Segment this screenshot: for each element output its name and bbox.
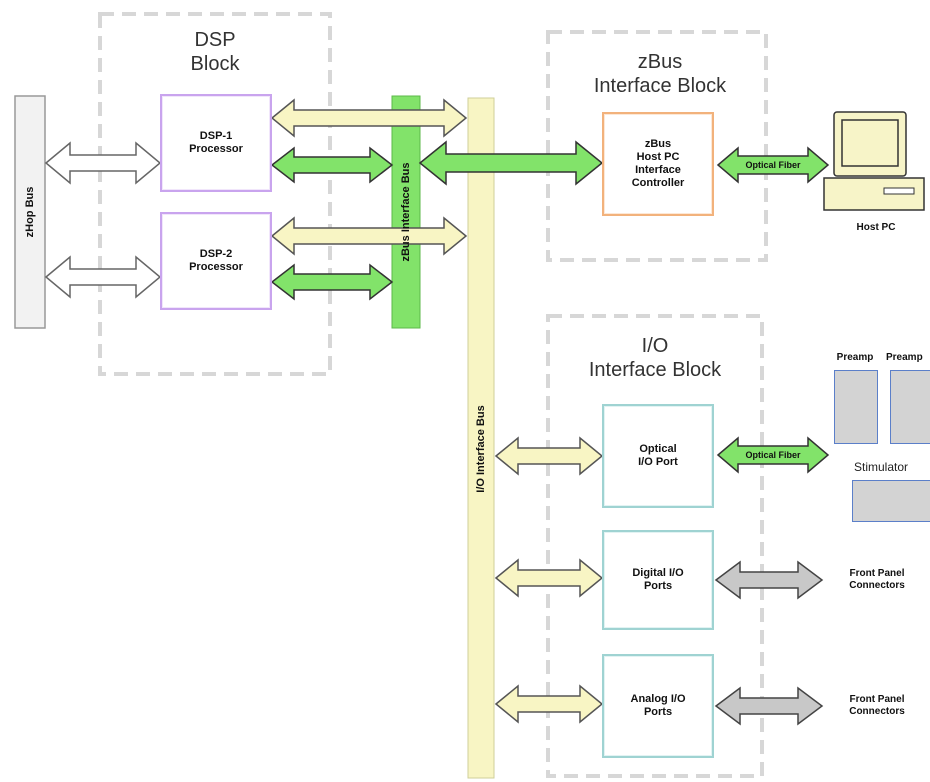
io-block-outline: [546, 314, 764, 778]
arrow-zbus-controller: [418, 140, 604, 186]
zbus-interface-bus-label: zBus Interface Bus: [400, 162, 412, 262]
zhop-bus: [14, 95, 46, 329]
arrow-optical-fiber-top: [716, 146, 830, 184]
digital-io-ports: Digital I/O Ports: [602, 530, 714, 630]
arrow-digital-frontpanel: [714, 560, 824, 600]
arrow-dsp2-zbus: [270, 263, 394, 301]
dsp-block-outline: [98, 12, 332, 376]
stimulator-device: [852, 480, 930, 522]
zhop-bus-label: zHop Bus: [24, 186, 36, 238]
dsp2-processor: DSP-2 Processor: [160, 212, 272, 310]
zbus-interface-bus: [391, 95, 421, 329]
preamp-2-label: Preamp: [886, 352, 923, 363]
io-interface-bus: [467, 97, 495, 779]
dsp1-processor: DSP-1 Processor: [160, 94, 272, 192]
preamp-1-device: [834, 370, 878, 444]
arrow-optical-fiber-io: [716, 436, 830, 474]
front-panel-connectors-digital: Front Panel Connectors: [849, 568, 905, 591]
arrow-iobus-digital: [494, 558, 604, 598]
dsp-block-title: DSP Block: [190, 29, 240, 75]
preamp-2-device: [890, 370, 930, 444]
optical-io-port: Optical I/O Port: [602, 404, 714, 508]
io-block-title: I/O Interface Block: [588, 335, 722, 381]
host-pc-icon: [823, 111, 925, 211]
front-panel-connectors-analog: Front Panel Connectors: [849, 694, 905, 717]
stimulator-label: Stimulator: [854, 460, 909, 474]
host-pc-label: Host PC: [856, 222, 896, 233]
arrow-dsp1-zbus: [270, 146, 394, 184]
io-interface-bus-label: I/O Interface Bus: [475, 405, 487, 493]
zbus-host-pc-interface-controller: zBus Host PC Interface Controller: [602, 112, 714, 216]
optical-fiber-label-top: Optical Fiber: [745, 160, 801, 170]
optical-fiber-label-io: Optical Fiber: [745, 450, 801, 460]
arrow-zhop-dsp2: [44, 255, 162, 299]
zbus-block-outline: [546, 30, 768, 262]
arrow-zhop-dsp1: [44, 141, 162, 185]
preamp-1-label: Preamp: [836, 352, 874, 363]
zbus-block-title: zBus Interface Block: [593, 51, 727, 97]
analog-io-ports: Analog I/O Ports: [602, 654, 714, 758]
arrow-dsp1-iobus: [270, 98, 468, 138]
arrow-dsp2-iobus: [270, 216, 468, 256]
arrow-analog-frontpanel: [714, 686, 824, 726]
